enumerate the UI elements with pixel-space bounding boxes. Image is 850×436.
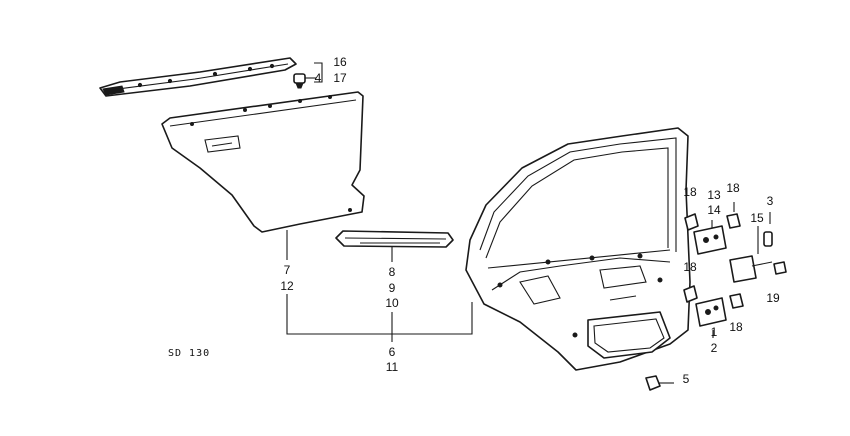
door-check [729,231,773,283]
label-18-upper-left: 18 [683,185,697,199]
label-2: 2 [711,341,718,355]
part-number-labels: 16 17 4 7 12 8 9 10 6 11 18 13 14 18 15 … [280,55,780,386]
label-6: 6 [389,345,396,359]
label-8: 8 [389,265,396,279]
label-16: 16 [333,55,347,69]
label-11: 11 [386,360,399,374]
lower-hinge [695,297,727,327]
label-14: 14 [707,203,721,217]
leader-lines [286,62,771,384]
diagram-code: SD 130 [168,348,210,359]
clip-part [293,73,306,89]
label-4: 4 [315,71,322,85]
label-12: 12 [280,279,294,293]
label-18-upper-right: 18 [726,181,740,195]
label-15: 15 [750,211,764,225]
label-17: 17 [333,71,347,85]
label-19: 19 [766,291,780,305]
label-5: 5 [683,372,690,386]
label-1: 1 [711,325,718,339]
label-18-lower-right: 18 [729,320,743,334]
label-7: 7 [284,263,291,277]
upper-garnish-strip [99,57,297,97]
label-9: 9 [389,281,396,295]
label-10: 10 [385,296,399,310]
upper-hinge [693,225,727,255]
door-shell [465,127,691,371]
armrest-handle [335,230,454,248]
label-3: 3 [767,194,774,208]
label-18-lower-left: 18 [683,260,697,274]
door-trim-panel [161,91,365,233]
label-13: 13 [707,188,721,202]
hinge-bolts [683,213,787,309]
grommet-part [645,375,661,391]
